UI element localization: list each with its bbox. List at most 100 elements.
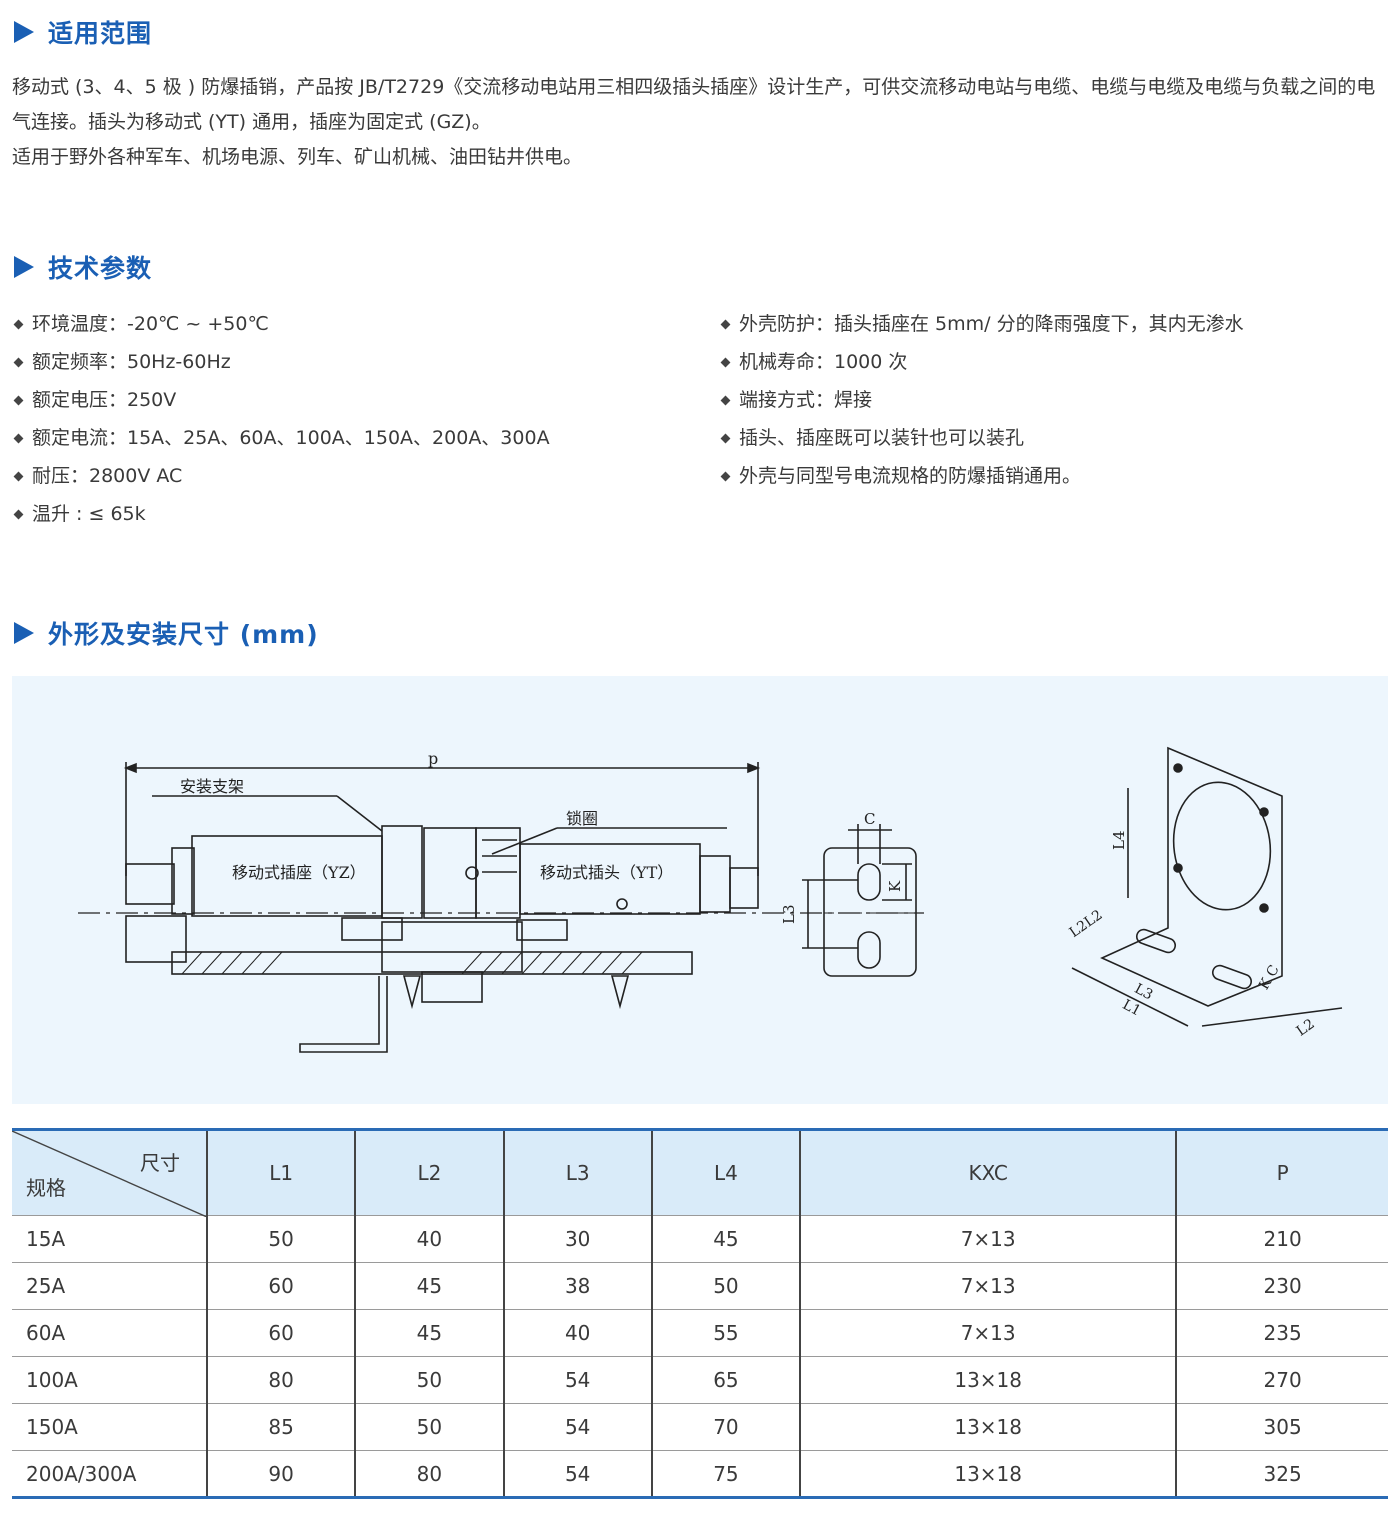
row-spec: 25A <box>12 1262 207 1310</box>
spec-item: 端接方式：焊接 <box>719 381 1244 419</box>
socket-lower-cap <box>125 915 187 963</box>
arrow-head <box>747 762 761 774</box>
table-cell: 7×13 <box>799 1262 1177 1310</box>
table-cell: 54 <box>502 1450 652 1499</box>
plug-cap <box>729 867 759 909</box>
table-cell: 40 <box>502 1309 652 1357</box>
table-cell: 270 <box>1175 1356 1388 1404</box>
column-header: L4 <box>650 1128 801 1216</box>
locking-pin <box>402 975 422 1010</box>
table-cell: 65 <box>650 1356 801 1404</box>
diamond-bullet-icon <box>720 357 731 367</box>
triangle-bullet-icon <box>14 622 34 644</box>
diamond-bullet-icon <box>13 471 24 481</box>
technical-drawing: p 安装支架 锁圈 移动式插座（YZ） 移动式插头（YT） <box>12 676 1388 1104</box>
scope-paragraph-applications: 适用于野外各种军车、机场电源、列车、矿山机械、油田钻井供电。 <box>12 146 583 168</box>
label-k: K <box>886 880 904 892</box>
table-row: 100A 80 50 54 65 13×18 270 <box>12 1356 1388 1404</box>
column-header: KXC <box>799 1128 1177 1216</box>
leader-line <box>491 827 558 855</box>
arrow-head <box>123 762 137 774</box>
table-cell: 54 <box>502 1403 652 1451</box>
iso-bracket-hole <box>1172 781 1272 911</box>
table-cell: 45 <box>650 1215 801 1263</box>
table-cell: 235 <box>1175 1309 1388 1357</box>
dimension-line-l1 <box>1071 967 1189 1027</box>
flange <box>381 825 423 919</box>
column-header: P <box>1175 1128 1388 1216</box>
table-row: 200A/300A 90 80 54 75 13×18 325 <box>12 1450 1388 1499</box>
corner-label-spec: 规格 <box>26 1176 66 1200</box>
section-heading-dimensions: 外形及安装尺寸 (mm) <box>14 616 319 650</box>
table-cell: 45 <box>354 1262 504 1310</box>
side-view-plate <box>823 847 917 977</box>
socket-rear <box>171 847 195 915</box>
table-cell: 230 <box>1175 1262 1388 1310</box>
label-socket: 移动式插座（YZ） <box>232 863 366 882</box>
column-header: L1 <box>205 1128 356 1216</box>
triangle-bullet-icon <box>14 21 34 43</box>
section-title: 外形及安装尺寸 (mm) <box>48 620 319 649</box>
table-cell: 13×18 <box>799 1450 1177 1499</box>
label-l4: L4 <box>1110 830 1128 850</box>
hatching <box>181 951 643 975</box>
table-row: 15A 50 40 30 45 7×13 210 <box>12 1215 1388 1263</box>
socket-cap <box>125 863 175 905</box>
table-cell: 7×13 <box>799 1215 1177 1263</box>
section-title: 技术参数 <box>48 254 153 283</box>
table-corner-header: 尺寸 规格 <box>12 1128 207 1217</box>
table-cell: 54 <box>502 1356 652 1404</box>
row-spec: 15A <box>12 1215 207 1263</box>
diamond-bullet-icon <box>720 319 731 329</box>
locking-pin <box>610 975 630 1010</box>
label-bracket: 安装支架 <box>180 777 244 796</box>
technical-drawing-svg: p 安装支架 锁圈 移动式插座（YZ） 移动式插头（YT） <box>78 746 1343 1053</box>
diamond-bullet-icon <box>13 357 24 367</box>
spec-item: 环境温度：-20℃ ~ +50℃ <box>12 305 550 343</box>
table-cell: 50 <box>205 1215 356 1263</box>
iso-bracket-outline <box>1100 746 1283 1007</box>
dimension-line-l2 <box>1201 1007 1343 1027</box>
row-spec: 150A <box>12 1403 207 1451</box>
section-heading-tech: 技术参数 <box>14 250 152 284</box>
label-l1: L1 <box>1120 997 1144 1020</box>
column-header: L2 <box>354 1128 504 1216</box>
center-mark-icon <box>616 898 628 910</box>
pin-stub <box>516 919 568 941</box>
mounting-slot <box>857 863 881 901</box>
screw-hole-icon <box>1259 807 1269 817</box>
label-l3: L3 <box>780 904 798 924</box>
column-header: L3 <box>502 1128 652 1216</box>
pin-stub <box>341 917 403 941</box>
section-title: 适用范围 <box>48 19 153 48</box>
diamond-bullet-icon <box>720 471 731 481</box>
iso-slot <box>1135 928 1177 954</box>
spec-item: 额定电压：250V <box>12 381 550 419</box>
terminal-block <box>421 971 483 1003</box>
spec-list-left: 环境温度：-20℃ ~ +50℃ 额定频率：50Hz-60Hz 额定电压：250… <box>12 305 550 533</box>
row-spec: 100A <box>12 1356 207 1404</box>
spec-item: 机械寿命：1000 次 <box>719 343 1244 381</box>
table-cell: 60 <box>205 1309 356 1357</box>
connector-core <box>381 921 523 973</box>
table-cell: 75 <box>650 1450 801 1499</box>
triangle-bullet-icon <box>14 256 34 278</box>
table-cell: 38 <box>502 1262 652 1310</box>
diamond-bullet-icon <box>13 319 24 329</box>
spec-list-right: 外壳防护：插头插座在 5mm/ 分的降雨强度下，其内无渗水 机械寿命：1000 … <box>719 305 1244 495</box>
label-c: C <box>864 810 875 828</box>
table-row: 60A 60 45 40 55 7×13 235 <box>12 1309 1388 1357</box>
table-cell: 210 <box>1175 1215 1388 1263</box>
spec-item: 温升 : ≤ 65k <box>12 495 550 533</box>
diamond-bullet-icon <box>720 395 731 405</box>
table-cell: 40 <box>354 1215 504 1263</box>
table-cell: 50 <box>354 1403 504 1451</box>
label-lockring: 锁圈 <box>566 809 598 828</box>
table-cell: 30 <box>502 1215 652 1263</box>
lock-ring <box>423 827 477 919</box>
table-cell: 50 <box>354 1356 504 1404</box>
leader-line <box>336 795 383 832</box>
row-spec: 200A/300A <box>12 1450 207 1499</box>
spec-item: 外壳与同型号电流规格的防爆插销通用。 <box>719 457 1244 495</box>
mount-bracket <box>299 976 388 1053</box>
